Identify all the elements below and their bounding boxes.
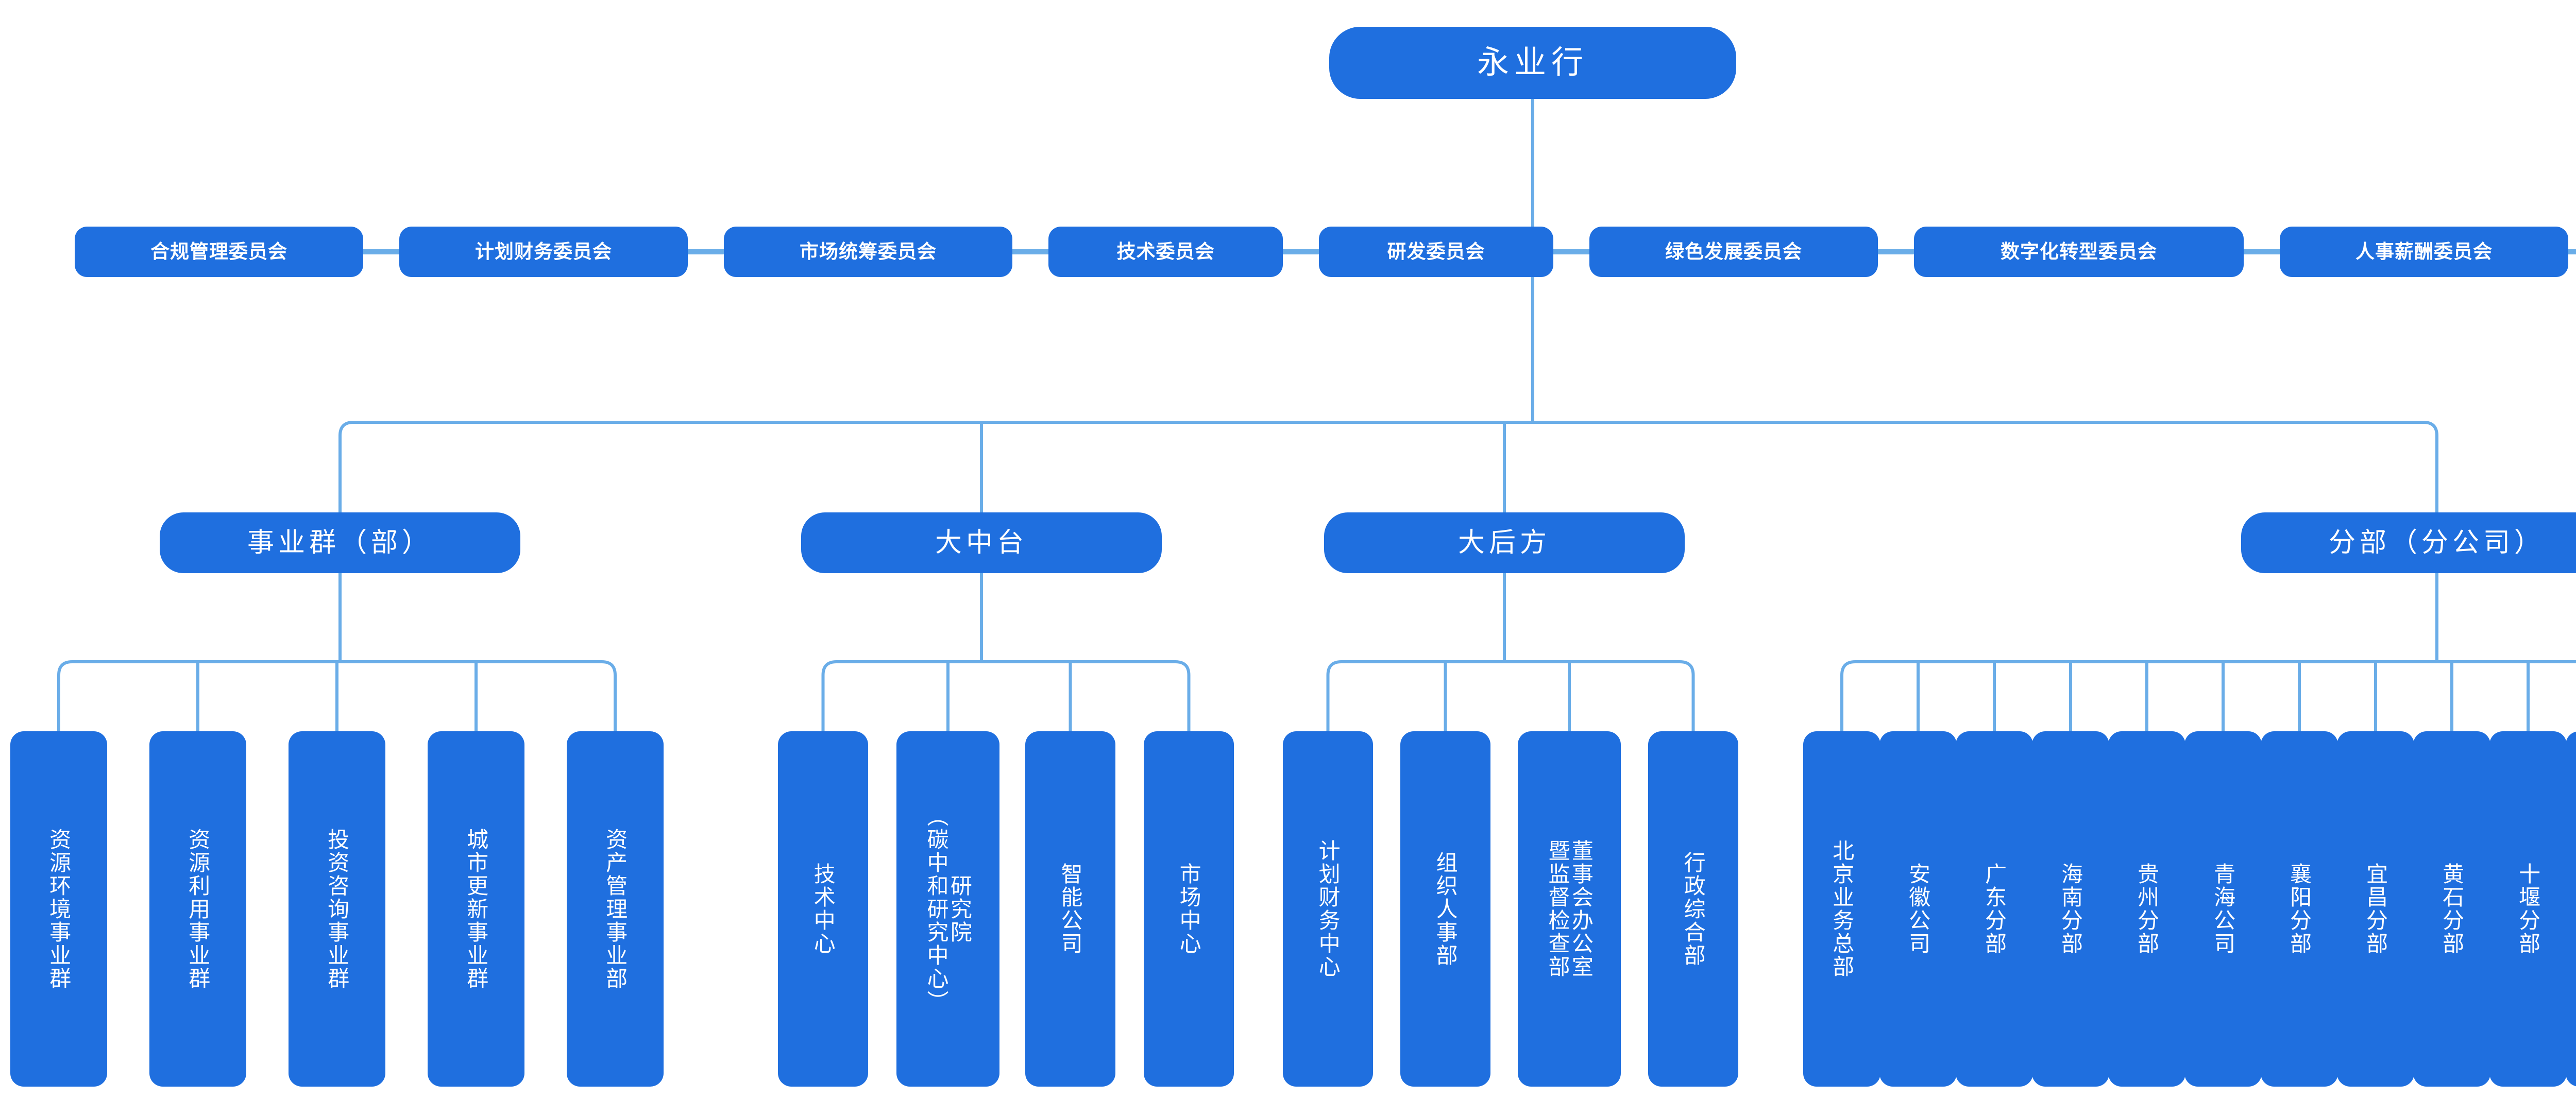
leaf-node-bo-0[interactable]: 计划财务中心 [1283, 731, 1373, 1087]
leaf-node-mp-1[interactable]: （碳中和研究中心） 研究院 [896, 731, 999, 1087]
committee-node-7[interactable]: 人事薪酬委员会 [2280, 227, 2568, 277]
leaf-node-br-2[interactable]: 广东分部 [1956, 731, 2033, 1087]
committee-node-3[interactable]: 技术委员会 [1048, 227, 1283, 277]
leaf-label: 资源环境事业群 [46, 828, 71, 990]
leaf-node-br-5[interactable]: 青海公司 [2184, 731, 2262, 1087]
committee-node-5[interactable]: 绿色发展委员会 [1589, 227, 1878, 277]
leaf-label: 计划财务中心 [1316, 839, 1341, 978]
leaf-label: 组织人事部 [1433, 851, 1458, 967]
leaf-node-br-7[interactable]: 宜昌分部 [2337, 731, 2414, 1087]
leaf-node-bu-2[interactable]: 投资咨询事业群 [289, 731, 385, 1087]
leaf-label: 城市更新事业群 [464, 828, 488, 990]
leaf-label: 资源利用事业群 [185, 828, 210, 990]
leaf-node-bu-4[interactable]: 资产管理事业部 [567, 731, 664, 1087]
leaf-label: 技术中心 [811, 863, 836, 955]
leaf-node-bo-3[interactable]: 行政综合部 [1648, 731, 1738, 1087]
leaf-label: 贵州分部 [2134, 863, 2159, 955]
root-node[interactable]: 永业行 [1329, 27, 1736, 99]
committee-node-0[interactable]: 合规管理委员会 [75, 227, 363, 277]
leaf-node-bo-2[interactable]: 暨监督检查部 董事会办公室 [1518, 731, 1621, 1087]
leaf-label: 广东分部 [1982, 863, 2007, 955]
leaf-label: 海南分部 [2058, 863, 2083, 955]
leaf-node-bu-1[interactable]: 资源利用事业群 [149, 731, 246, 1087]
leaf-label: 北京业务总部 [1829, 839, 1854, 978]
leaf-node-br-0[interactable]: 北京业务总部 [1803, 731, 1880, 1087]
leaf-node-br-3[interactable]: 海南分部 [2032, 731, 2109, 1087]
group-node-2[interactable]: 大后方 [1324, 512, 1685, 573]
leaf-node-bo-1[interactable]: 组织人事部 [1400, 731, 1490, 1087]
leaf-node-mp-2[interactable]: 智能公司 [1025, 731, 1115, 1087]
leaf-label: 黄石分部 [2439, 863, 2464, 955]
leaf-node-bu-3[interactable]: 城市更新事业群 [428, 731, 524, 1087]
committee-node-1[interactable]: 计划财务委员会 [399, 227, 688, 277]
leaf-label: 宜昌分部 [2363, 863, 2388, 955]
committee-node-4[interactable]: 研发委员会 [1319, 227, 1553, 277]
leaf-label: 安徽公司 [1906, 863, 1930, 955]
leaf-node-br-4[interactable]: 贵州分部 [2108, 731, 2185, 1087]
leaf-label: 青海公司 [2211, 863, 2235, 955]
committee-node-2[interactable]: 市场统筹委员会 [724, 227, 1012, 277]
leaf-node-br-8[interactable]: 黄石分部 [2413, 731, 2490, 1087]
leaf-node-mp-3[interactable]: 市场中心 [1144, 731, 1234, 1087]
leaf-node-br-9[interactable]: 十堰分部 [2489, 731, 2567, 1087]
leaf-label-col-2: 研究院 [947, 874, 972, 944]
leaf-node-mp-0[interactable]: 技术中心 [778, 731, 868, 1087]
leaf-label-col-1: （碳中和研究中心） [924, 804, 948, 1013]
leaf-label: 行政综合部 [1681, 851, 1706, 967]
group-node-3[interactable]: 分部（分公司） [2241, 512, 2576, 573]
leaf-node-bu-0[interactable]: 资源环境事业群 [10, 731, 107, 1087]
leaf-label: 襄阳分部 [2287, 863, 2312, 955]
group-node-1[interactable]: 大中台 [801, 512, 1162, 573]
group-node-0[interactable]: 事业群（部） [160, 512, 520, 573]
leaf-label-col-2: 董事会办公室 [1569, 839, 1594, 978]
leaf-label: 市场中心 [1177, 863, 1201, 955]
leaf-node-br-1[interactable]: 安徽公司 [1879, 731, 1957, 1087]
leaf-label: 投资咨询事业群 [325, 828, 349, 990]
committee-node-6[interactable]: 数字化转型委员会 [1914, 227, 2244, 277]
leaf-label: 资产管理事业部 [603, 828, 628, 990]
leaf-label: 智能公司 [1058, 863, 1083, 955]
leaf-node-br-10[interactable]: 荆门分部 [2566, 731, 2576, 1087]
leaf-node-br-6[interactable]: 襄阳分部 [2261, 731, 2338, 1087]
leaf-label: 十堰分部 [2516, 863, 2540, 955]
leaf-label-col-1: 暨监督检查部 [1546, 839, 1570, 978]
